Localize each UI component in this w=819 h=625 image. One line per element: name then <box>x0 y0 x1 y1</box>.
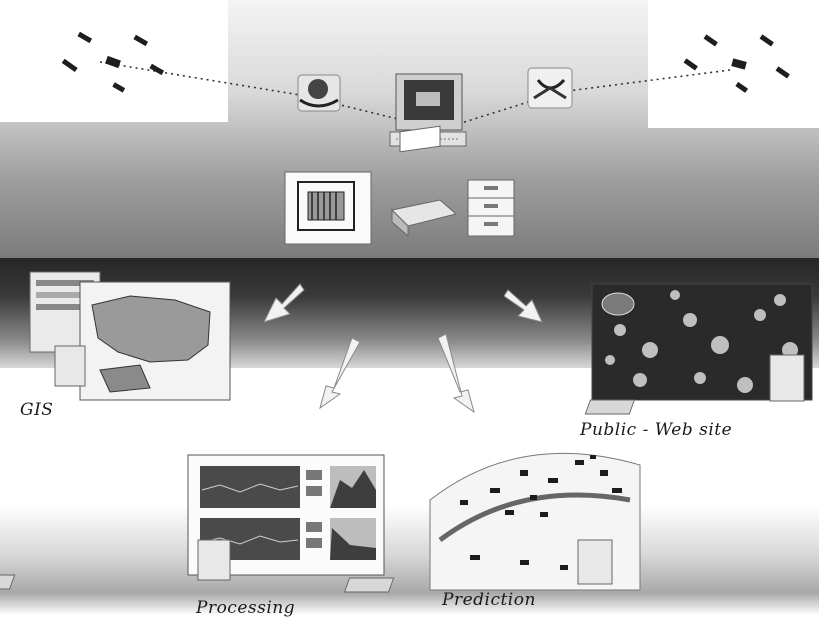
satellite-cluster-right-icon <box>684 34 790 93</box>
arrow-to-processing <box>320 338 360 408</box>
dish-antenna-right-icon <box>528 68 572 108</box>
processor-chip-icon <box>285 172 371 244</box>
processing-charts-screen-icon <box>0 455 384 589</box>
prediction-map-screen-icon <box>345 453 640 592</box>
prediction-label: Prediction <box>442 590 536 610</box>
satellite-cluster-left-icon <box>62 32 164 93</box>
storage-drawers-icon <box>468 180 514 236</box>
arrow-to-prediction <box>438 334 474 412</box>
processing-label: Processing <box>196 598 295 618</box>
arrow-to-web <box>504 290 542 322</box>
arrow-to-gis <box>264 284 304 322</box>
public-web-site-label: Public - Web site <box>580 420 732 440</box>
gis-label: GIS <box>20 400 53 420</box>
dish-antenna-left-icon <box>298 75 340 111</box>
web-photo-screen-icon <box>585 284 812 414</box>
gis-map-screen-icon <box>0 272 230 400</box>
flow-arrows <box>264 284 542 412</box>
